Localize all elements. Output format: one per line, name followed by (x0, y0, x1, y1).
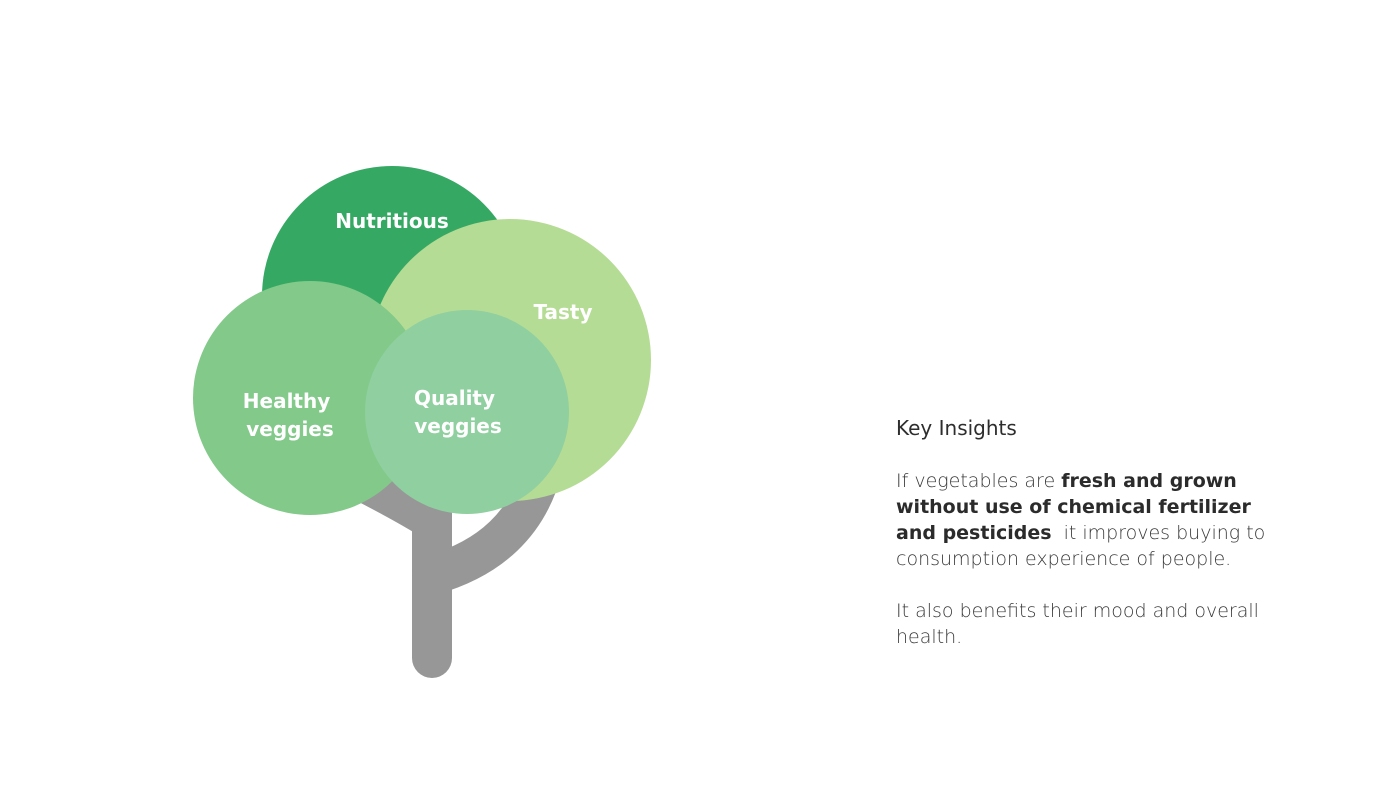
label-healthy-line-1: Healthy (243, 389, 331, 413)
insight-text-before: If vegetables are (896, 470, 1061, 492)
label-tasty: Tasty (533, 300, 592, 324)
label-tasty-line: Tasty (533, 300, 592, 324)
label-nutritious: Nutritious (335, 209, 449, 233)
label-healthy-line-2: veggies (246, 417, 334, 441)
tree-diagram: Nutritious Tasty Healthy veggies Quality… (0, 0, 700, 787)
label-quality-line-2: veggies (414, 414, 502, 438)
label-quality-line-1: Quality (414, 386, 495, 410)
label-nutritious-line: Nutritious (335, 209, 449, 233)
insight-paragraph-2: It also benefits their mood and overall … (896, 598, 1286, 650)
insight-paragraph-1: If vegetables are fresh and grown withou… (896, 468, 1286, 572)
key-insights-title: Key Insights (896, 412, 1286, 444)
circle-quality (365, 310, 569, 514)
key-insights-panel: Key Insights If vegetables are fresh and… (896, 412, 1286, 650)
